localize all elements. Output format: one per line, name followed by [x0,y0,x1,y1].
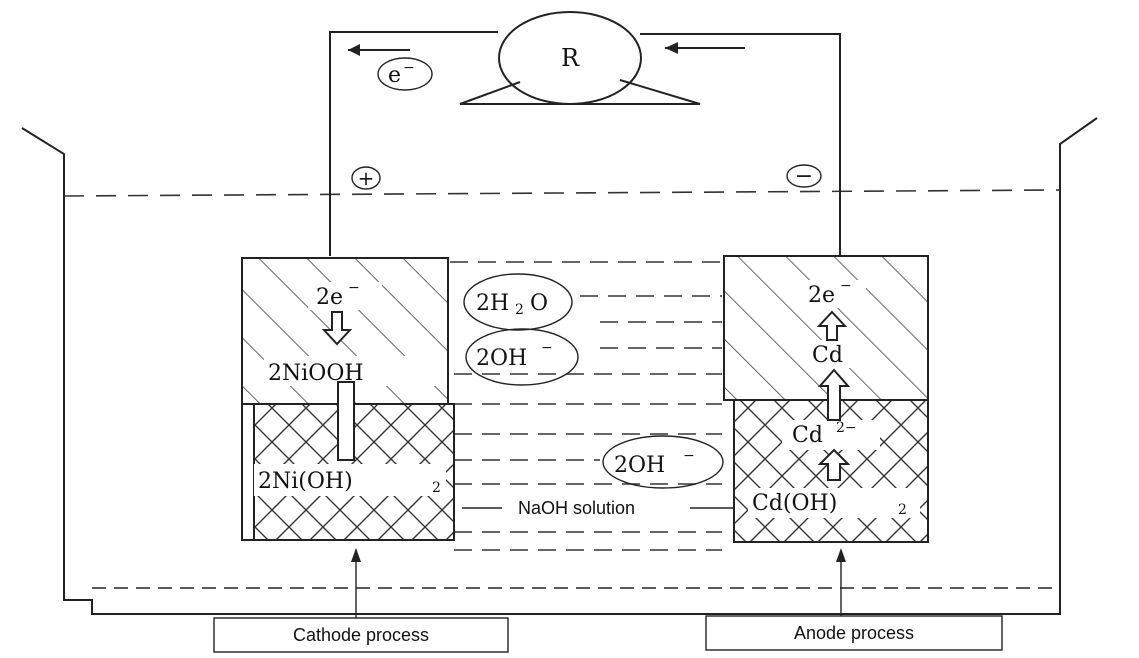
anode-electrons: 2e [808,283,835,308]
electrolyte-lines [450,261,722,551]
svg-text:2: 2 [432,480,441,496]
hydroxide-top: 2OH − [465,328,579,386]
resistor-label: R [561,44,580,72]
svg-text:−: − [683,448,695,464]
left-current-arrow [348,44,410,56]
cathode-down-arrow [321,311,353,346]
svg-text:2−: 2− [836,420,857,436]
electrolyte-label: NaOH solution [518,498,635,518]
anode-process-label: Anode process [794,623,914,643]
cathode-electrode: 2e − 2NiOOH 2Ni(OH) 2 [241,257,455,541]
anode-electrode: 2e − Cd Cd 2− Cd(OH) 2 [723,255,929,543]
negative-terminal: − [786,164,822,189]
cathode-transition-bar [337,381,355,461]
right-current-arrow [665,42,745,54]
cathode-pointer [351,548,361,618]
electrolyte-label-group: NaOH solution [462,498,734,518]
anode-up-arrow-top [816,310,848,341]
electron-label: e [388,63,401,88]
anode-up-arrow-middle [817,368,851,421]
svg-text:−: − [348,280,360,296]
anode-pointer [836,548,846,618]
svg-text:−: − [840,278,852,294]
cadmium-ion: Cd [792,423,823,448]
water-species: 2H 2 O [463,273,573,331]
svg-text:2: 2 [515,302,524,318]
svg-text:2OH: 2OH [476,346,527,371]
cadmium: Cd [812,343,843,368]
electrolyte-surface [63,189,1061,197]
svg-text:2: 2 [898,502,907,518]
positive-terminal: + [351,166,381,190]
svg-text:2OH: 2OH [614,453,665,478]
svg-text:+: + [358,166,375,190]
electron-charge: − [403,60,415,76]
cathode-process-box: Cathode process [213,617,509,653]
hydroxide-bottom: 2OH − [602,435,724,489]
svg-text:O: O [530,291,548,316]
anode-up-arrow-bottom [817,448,851,481]
svg-text:−: − [541,340,553,356]
external-circuit [329,31,841,256]
cathode-electrons: 2e [316,285,343,310]
cathode-process-label: Cathode process [293,625,429,645]
anode-process-box: Anode process [705,615,1003,651]
svg-text:−: − [795,164,813,189]
resistor-load: R [459,11,701,105]
cadmium-hydroxide: Cd(OH) [752,491,837,516]
nickel-hydroxide: 2Ni(OH) [258,469,353,494]
vessel [21,117,1098,615]
svg-text:2H: 2H [476,291,509,316]
electron-symbol: e − [377,57,433,91]
